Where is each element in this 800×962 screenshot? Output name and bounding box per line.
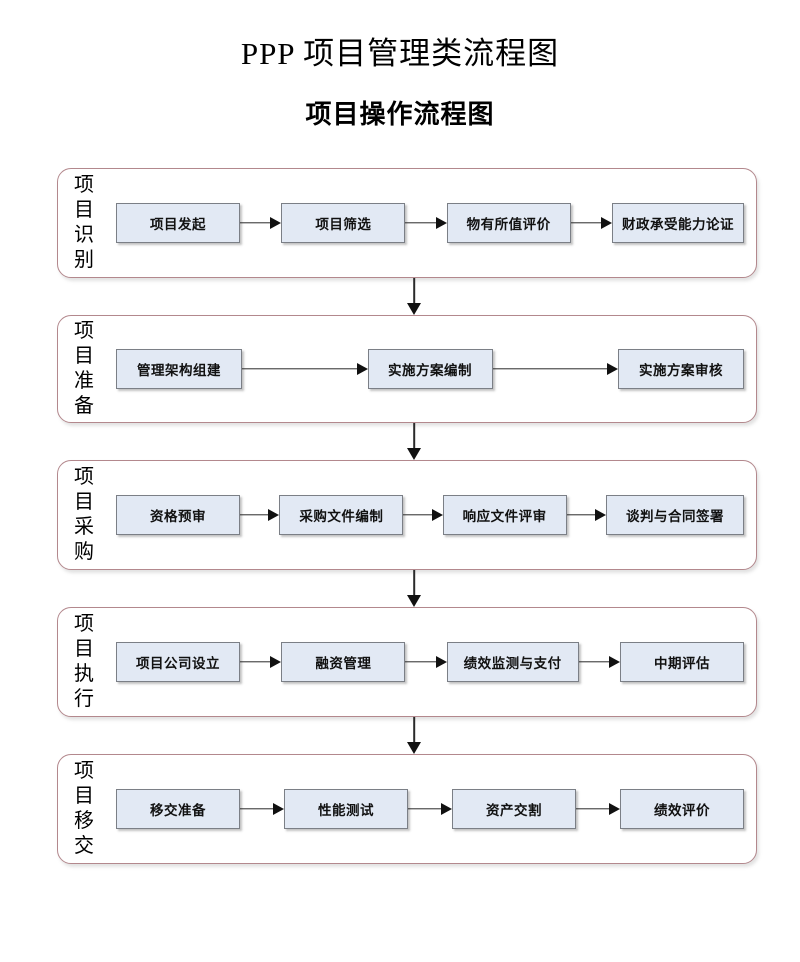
process-step-box[interactable]: 资产交割 xyxy=(452,789,576,829)
arrow-right-icon xyxy=(408,803,452,815)
process-step-box[interactable]: 响应文件评审 xyxy=(442,495,567,535)
step-row: 项目发起 项目筛选物有所值评价财政承受能力论证 xyxy=(116,169,744,277)
stage-label: 项目采购 xyxy=(74,466,94,563)
stage-group-2: 项目准备 管理架构组建 实施方案编制 实施方案审核 xyxy=(57,315,757,423)
arrow-right-icon xyxy=(242,363,368,375)
arrow-right-icon xyxy=(240,656,281,668)
process-step-box[interactable]: 实施方案审核 xyxy=(618,349,744,389)
process-step-box[interactable]: 资格预审 xyxy=(116,495,240,535)
arrow-down-icon xyxy=(407,278,421,315)
stage-label: 项目识别 xyxy=(74,174,94,271)
page-title: PPP 项目管理类流程图 xyxy=(240,36,560,71)
process-step-box[interactable]: 融资管理 xyxy=(281,642,406,682)
process-step-box[interactable]: 项目公司设立 xyxy=(116,642,240,682)
arrow-right-icon xyxy=(405,217,446,229)
stage-group-5: 项目移交 移交准备 性能测试 资产交割 绩效评价 xyxy=(57,754,757,864)
process-step-box[interactable]: 绩效监测与支付 xyxy=(446,642,579,682)
process-step-box[interactable]: 物有所值评价 xyxy=(446,203,571,243)
stage-label: 项目准备 xyxy=(74,320,94,417)
stage-group-4: 项目执行 项目公司设立 融资管理绩效监测与支付中期评估 xyxy=(57,607,757,717)
arrow-down-icon xyxy=(407,423,421,460)
title-block: PPP 项目管理类流程图 项目操作流程图 xyxy=(0,34,800,132)
stage-container[interactable]: 项目采购 资格预审采购文件编制响应文件评审谈判与合同签署 xyxy=(57,460,757,570)
stage-container[interactable]: 项目执行 项目公司设立 融资管理绩效监测与支付中期评估 xyxy=(57,607,757,717)
arrow-right-icon xyxy=(493,363,619,375)
stage-label: 项目移交 xyxy=(74,760,94,857)
process-step-box[interactable]: 财政承受能力论证 xyxy=(611,203,744,243)
step-row: 管理架构组建 实施方案编制 实施方案审核 xyxy=(116,316,744,422)
arrow-right-icon xyxy=(405,656,446,668)
step-row: 项目公司设立 融资管理绩效监测与支付中期评估 xyxy=(116,608,744,716)
process-step-box[interactable]: 绩效评价 xyxy=(620,789,744,829)
arrow-right-icon xyxy=(571,217,612,229)
arrow-right-icon xyxy=(240,803,284,815)
process-step-box[interactable]: 项目发起 xyxy=(116,203,240,243)
process-step-box[interactable]: 谈判与合同签署 xyxy=(605,495,744,535)
arrow-right-icon xyxy=(240,217,281,229)
stage-container[interactable]: 项目移交 移交准备 性能测试 资产交割 绩效评价 xyxy=(57,754,757,864)
flowchart-canvas: 项目识别 项目发起 项目筛选物有所值评价财政承受能力论证项目准备 管理架构组建 实施方案… xyxy=(0,168,800,888)
process-step-box[interactable]: 管理架构组建 xyxy=(116,349,242,389)
process-step-box[interactable]: 性能测试 xyxy=(284,789,408,829)
stage-label: 项目执行 xyxy=(74,613,94,710)
stage-group-1: 项目识别 项目发起 项目筛选物有所值评价财政承受能力论证 xyxy=(57,168,757,278)
step-row: 资格预审采购文件编制响应文件评审谈判与合同签署 xyxy=(116,461,744,569)
process-step-box[interactable]: 移交准备 xyxy=(116,789,240,829)
arrow-right-icon xyxy=(579,656,620,668)
process-step-box[interactable]: 中期评估 xyxy=(619,642,744,682)
stage-group-3: 项目采购 资格预审采购文件编制响应文件评审谈判与合同签署 xyxy=(57,460,757,570)
process-step-box[interactable]: 实施方案编制 xyxy=(367,349,493,389)
arrow-down-icon xyxy=(407,570,421,607)
process-step-box[interactable]: 采购文件编制 xyxy=(279,495,404,535)
arrow-right-icon xyxy=(576,803,620,815)
step-row: 移交准备 性能测试 资产交割 绩效评价 xyxy=(116,755,744,863)
page-subtitle: 项目操作流程图 xyxy=(305,100,495,129)
arrow-right-icon xyxy=(567,509,606,521)
process-step-box[interactable]: 项目筛选 xyxy=(281,203,406,243)
stage-container[interactable]: 项目准备 管理架构组建 实施方案编制 实施方案审核 xyxy=(57,315,757,423)
arrow-right-icon xyxy=(240,509,279,521)
stage-container[interactable]: 项目识别 项目发起 项目筛选物有所值评价财政承受能力论证 xyxy=(57,168,757,278)
arrow-down-icon xyxy=(407,717,421,754)
arrow-right-icon xyxy=(403,509,442,521)
